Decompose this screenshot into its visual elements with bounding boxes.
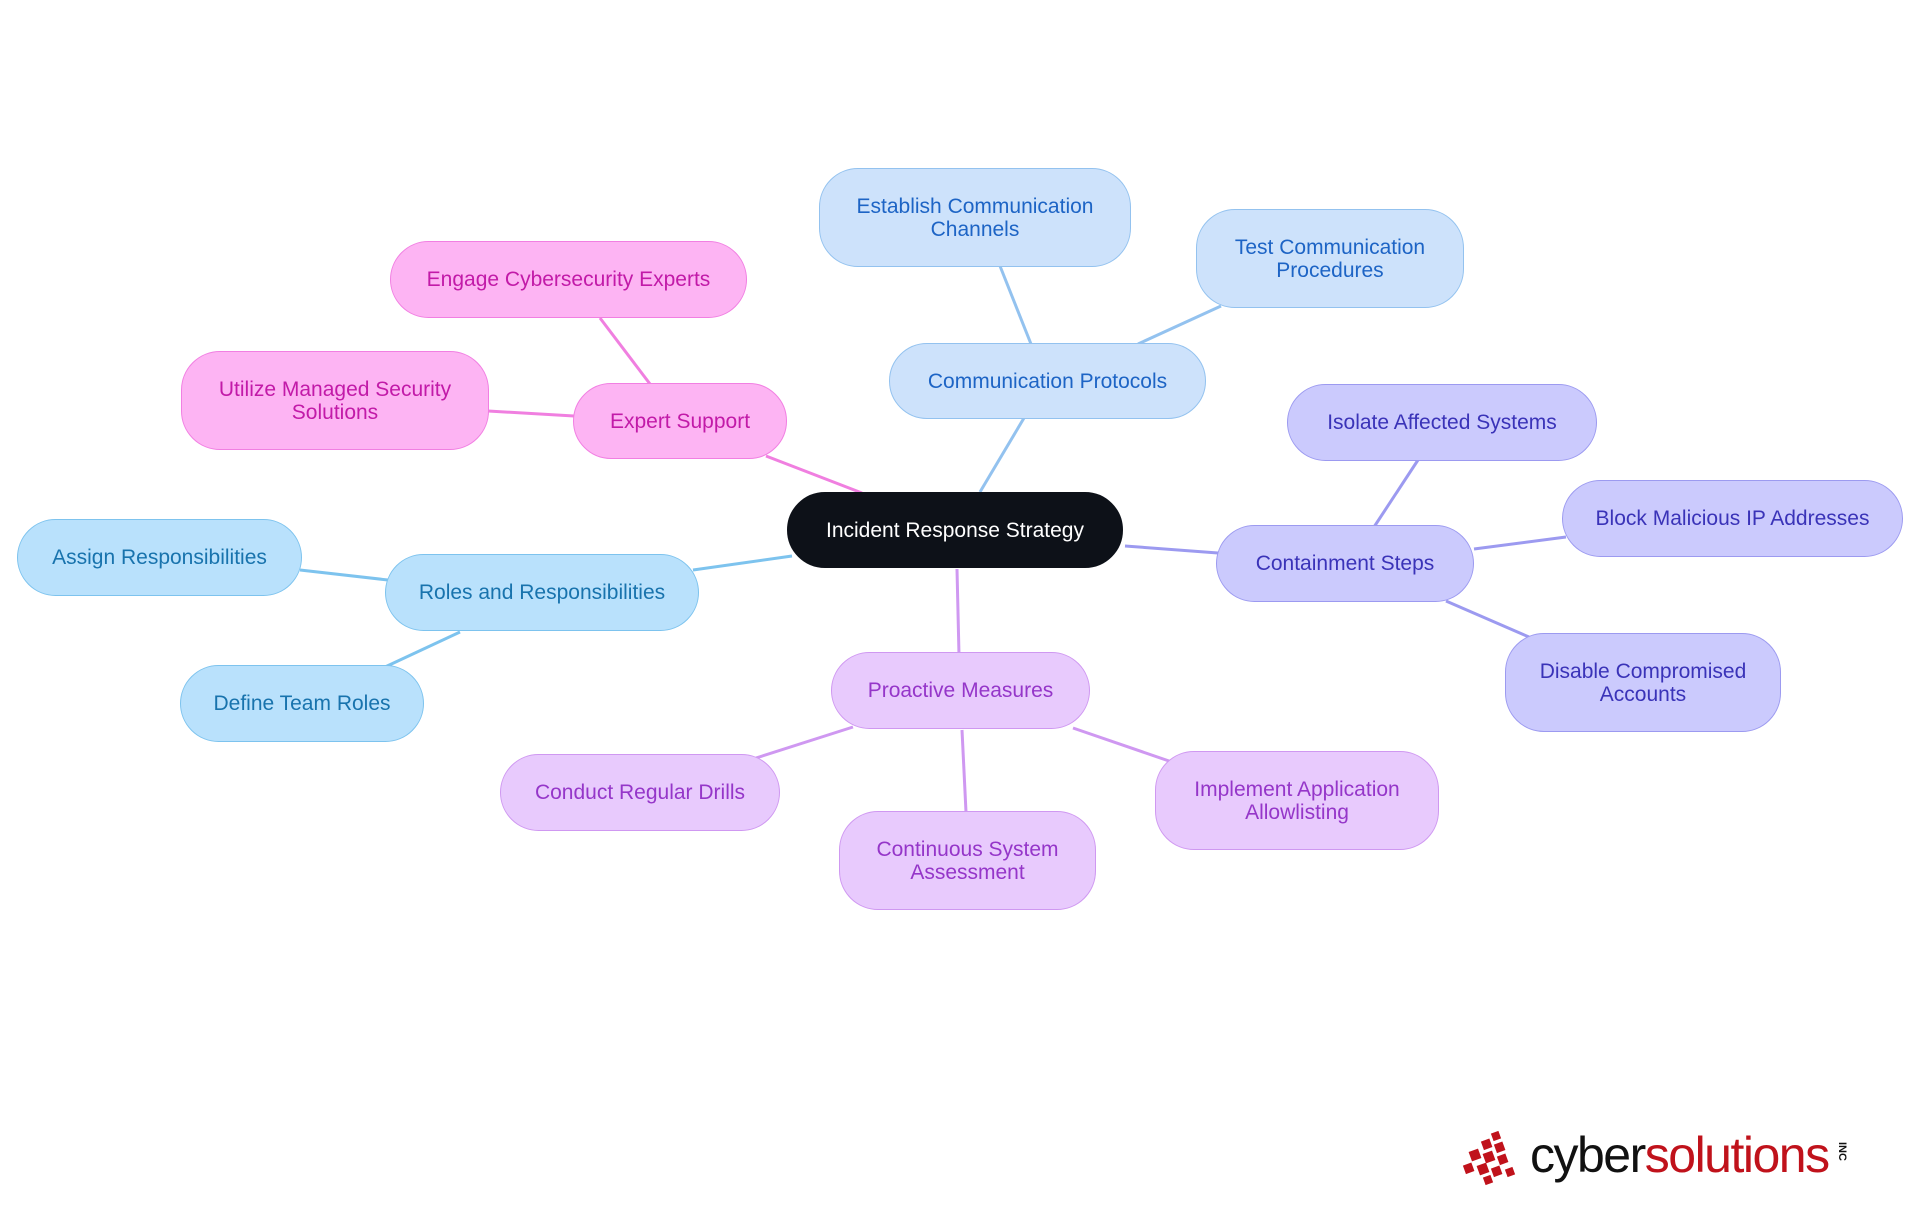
root-node: Incident Response Strategy: [787, 492, 1123, 568]
leaf-disable-compromised-accounts: Disable Compromised Accounts: [1505, 633, 1781, 732]
leaf-conduct-regular-drills: Conduct Regular Drills: [500, 754, 780, 831]
leaf-assign-responsibilities: Assign Responsibilities: [17, 519, 302, 596]
branch-expert-support: Expert Support: [573, 383, 787, 459]
logo-wordmark: cybersolutions: [1530, 1122, 1830, 1188]
branch-roles-and-responsibilities: Roles and Responsibilities: [385, 554, 699, 631]
link-proactive-allowlisting: [1072, 726, 1173, 764]
link-root-proactive: [955, 568, 961, 656]
leaf-define-team-roles: Define Team Roles: [180, 665, 424, 742]
logo-mark-icon: [1462, 1130, 1516, 1186]
link-proactive-drills: [755, 725, 854, 760]
link-roles-assign: [299, 568, 389, 582]
leaf-block-malicious-ip: Block Malicious IP Addresses: [1562, 480, 1903, 557]
leaf-isolate-affected-systems: Isolate Affected Systems: [1287, 384, 1597, 461]
logo-inc-suffix: INC: [1836, 1142, 1848, 1161]
leaf-test-communication-procedures: Test Communication Procedures: [1196, 209, 1464, 308]
logo-word-cyber: cyber: [1530, 1127, 1646, 1183]
link-contain-disable: [1445, 599, 1530, 639]
leaf-engage-cybersecurity-experts: Engage Cybersecurity Experts: [390, 241, 747, 318]
leaf-establish-communication-channels: Establish Communication Channels: [819, 168, 1131, 267]
link-expert-engage: [598, 317, 652, 385]
link-root-communication-protocols: [978, 417, 1026, 493]
link-contain-isolate: [1372, 459, 1420, 528]
logo-word-solutions: solutions: [1644, 1127, 1830, 1183]
leaf-implement-application-allowlisting: Implement Application Allowlisting: [1155, 751, 1439, 850]
branch-communication-protocols: Communication Protocols: [889, 343, 1206, 419]
link-contain-block: [1473, 535, 1567, 551]
link-root-roles: [692, 554, 793, 572]
link-expert-utilize: [487, 409, 575, 418]
link-root-expert-support: [765, 454, 863, 495]
link-comm-establish: [998, 265, 1033, 345]
link-roles-define: [384, 630, 461, 669]
cybersolutions-logo: cybersolutions INC: [1462, 1122, 1872, 1192]
leaf-continuous-system-assessment: Continuous System Assessment: [839, 811, 1096, 910]
branch-proactive-measures: Proactive Measures: [831, 652, 1090, 729]
link-proactive-assessment: [960, 729, 968, 813]
branch-containment-steps: Containment Steps: [1216, 525, 1474, 602]
link-root-containment-steps: [1124, 544, 1219, 555]
link-comm-test: [1137, 304, 1222, 346]
leaf-utilize-managed-security: Utilize Managed Security Solutions: [181, 351, 489, 450]
